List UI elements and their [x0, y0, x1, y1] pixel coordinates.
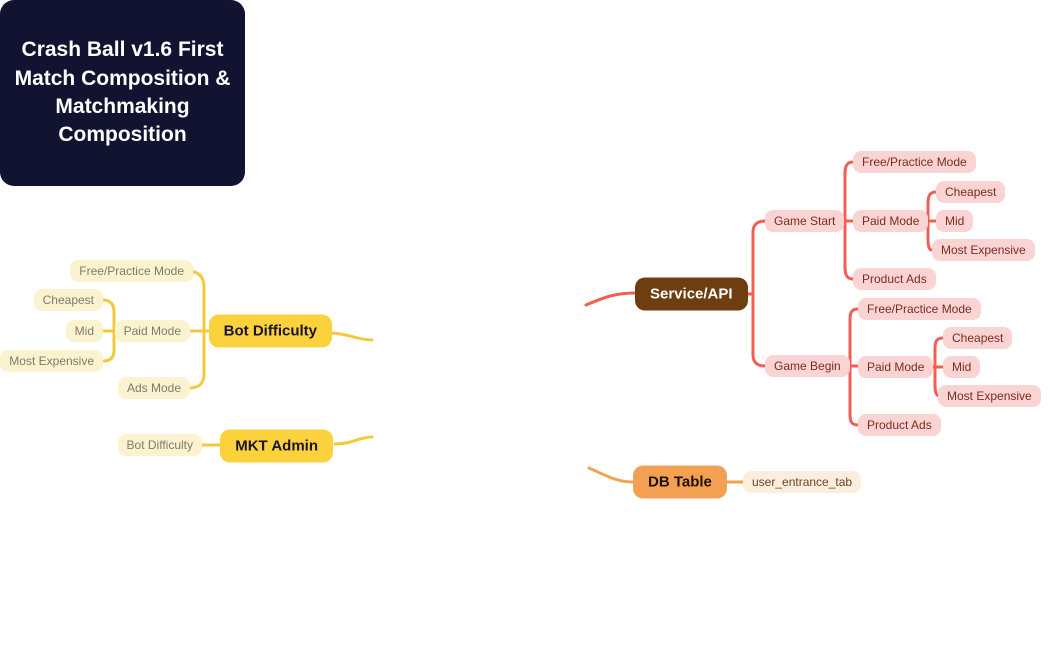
node-free-practice-mode-left[interactable]: Free/Practice Mode [70, 260, 193, 282]
node-service-api[interactable]: Service/API [635, 277, 748, 311]
yellow-edges [101, 269, 374, 447]
node-gb-free-practice-mode[interactable]: Free/Practice Mode [858, 298, 981, 320]
node-gs-cheapest[interactable]: Cheapest [936, 181, 1006, 203]
node-gb-cheapest[interactable]: Cheapest [943, 327, 1013, 349]
node-most-expensive-left[interactable]: Most Expensive [0, 350, 103, 372]
node-gs-product-ads[interactable]: Product Ads [853, 268, 936, 290]
node-game-begin[interactable]: Game Begin [765, 355, 850, 377]
node-db-table[interactable]: DB Table [633, 465, 727, 499]
node-ads-mode[interactable]: Ads Mode [117, 377, 190, 399]
node-gb-mid[interactable]: Mid [943, 356, 981, 378]
node-mkt-admin[interactable]: MKT Admin [220, 429, 333, 463]
orange-edges [587, 466, 745, 484]
node-gb-product-ads[interactable]: Product Ads [858, 414, 941, 436]
node-gs-free-practice-mode[interactable]: Free/Practice Mode [853, 151, 976, 173]
node-mkt-bot-difficulty[interactable]: Bot Difficulty [117, 434, 202, 456]
node-user-entrance-tab[interactable]: user_entrance_tab [743, 471, 862, 493]
node-gs-mid[interactable]: Mid [936, 210, 974, 232]
node-gb-paid-mode[interactable]: Paid Mode [858, 356, 934, 378]
node-gb-most-expensive[interactable]: Most Expensive [938, 385, 1041, 407]
node-gs-paid-mode[interactable]: Paid Mode [853, 210, 929, 232]
node-game-start[interactable]: Game Start [765, 210, 845, 232]
node-gs-most-expensive[interactable]: Most Expensive [932, 239, 1035, 261]
node-center-title[interactable]: Crash Ball v1.6 First Match Composition … [0, 0, 245, 186]
node-paid-mode-left[interactable]: Paid Mode [114, 320, 190, 342]
node-mid-left[interactable]: Mid [65, 320, 103, 342]
node-bot-difficulty[interactable]: Bot Difficulty [208, 314, 332, 348]
node-cheapest-left[interactable]: Cheapest [33, 289, 103, 311]
